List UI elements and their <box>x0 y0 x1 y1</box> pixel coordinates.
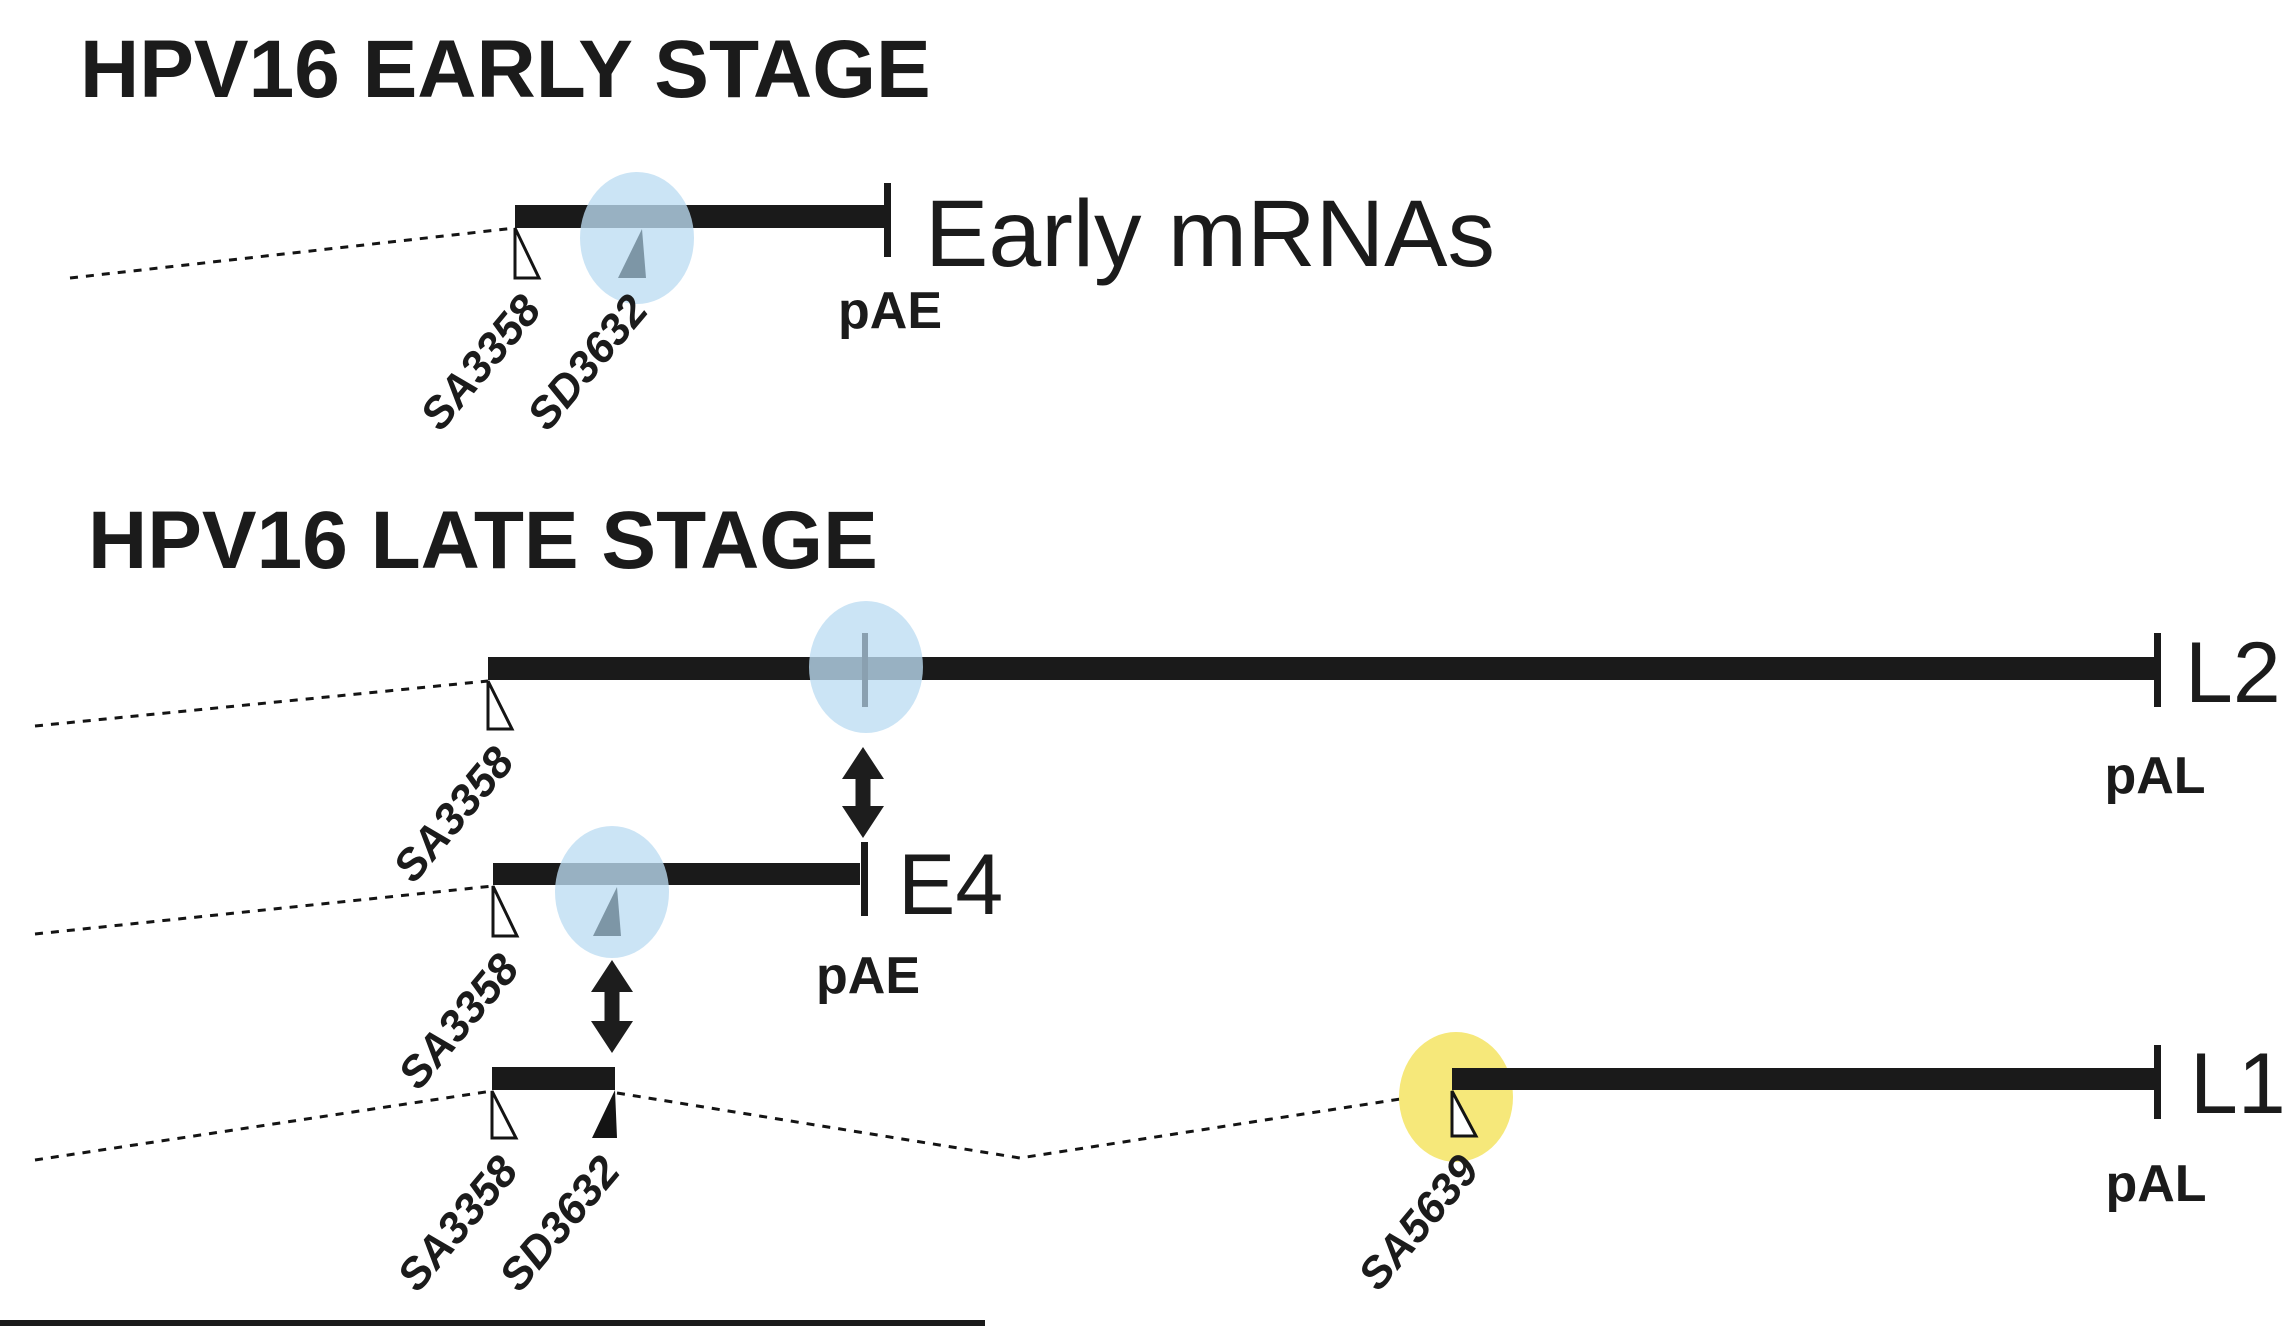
l1-three-prime-exon-bar <box>1452 1068 2158 1090</box>
early-pae-label: pAE <box>838 282 942 340</box>
l1-pal-end-tick <box>2154 1045 2161 1119</box>
bidirectional-arrow-e4-l1 <box>591 960 633 1053</box>
sa3358-acceptor-triangle-l1 <box>490 1090 519 1140</box>
sa3358-acceptor-triangle-early <box>513 227 542 280</box>
l2-label: L2 <box>2185 625 2281 721</box>
sa3358-acceptor-triangle-l2 <box>486 680 515 731</box>
late-stage-title: HPV16 LATE STAGE <box>88 495 878 586</box>
l2-exon-bar <box>488 657 2158 680</box>
l1-five-prime-exon-bar <box>492 1067 615 1090</box>
early-pae-end-tick <box>884 183 891 257</box>
sd3632-suppressed-donor-wedge-early <box>618 229 646 278</box>
sd3632-active-donor-triangle-l1 <box>592 1090 617 1138</box>
pae-position-line-l2 <box>862 633 868 707</box>
bidirectional-arrow-l2-e4 <box>842 747 884 838</box>
sa5639-acceptor-triangle-l1 <box>1450 1090 1479 1138</box>
l2-pal-end-tick <box>2154 633 2161 707</box>
sd3632-suppressed-donor-wedge-e4 <box>593 887 621 936</box>
l2-pal-label: pAL <box>2104 747 2205 805</box>
l2-upstream-dotted-line <box>34 679 489 728</box>
sa5639-site-label-l1: SA5639 <box>1349 1146 1489 1300</box>
e4-pae-end-tick <box>861 842 868 916</box>
l1-splice-dotted-line <box>616 1089 1453 1160</box>
e4-upstream-dotted-line <box>34 884 494 936</box>
e4-pae-label: pAE <box>816 947 920 1005</box>
e4-label: E4 <box>898 837 1003 933</box>
early-mrna-exon-bar <box>515 205 888 228</box>
early-mrnas-label: Early mRNAs <box>925 181 1495 287</box>
early-stage-title: HPV16 EARLY STAGE <box>80 24 931 115</box>
early-upstream-dotted-line <box>69 226 516 280</box>
sa3358-acceptor-triangle-e4 <box>491 885 520 938</box>
sd3632-blue-highlight-early <box>580 172 694 304</box>
e4-exon-bar <box>493 863 860 885</box>
sd3632-blue-highlight-e4 <box>555 826 669 958</box>
bottom-border-line <box>0 1320 985 1326</box>
l1-upstream-dotted-line <box>34 1089 493 1162</box>
l1-pal-label: pAL <box>2105 1155 2206 1213</box>
l1-label: L1 <box>2190 1036 2286 1132</box>
